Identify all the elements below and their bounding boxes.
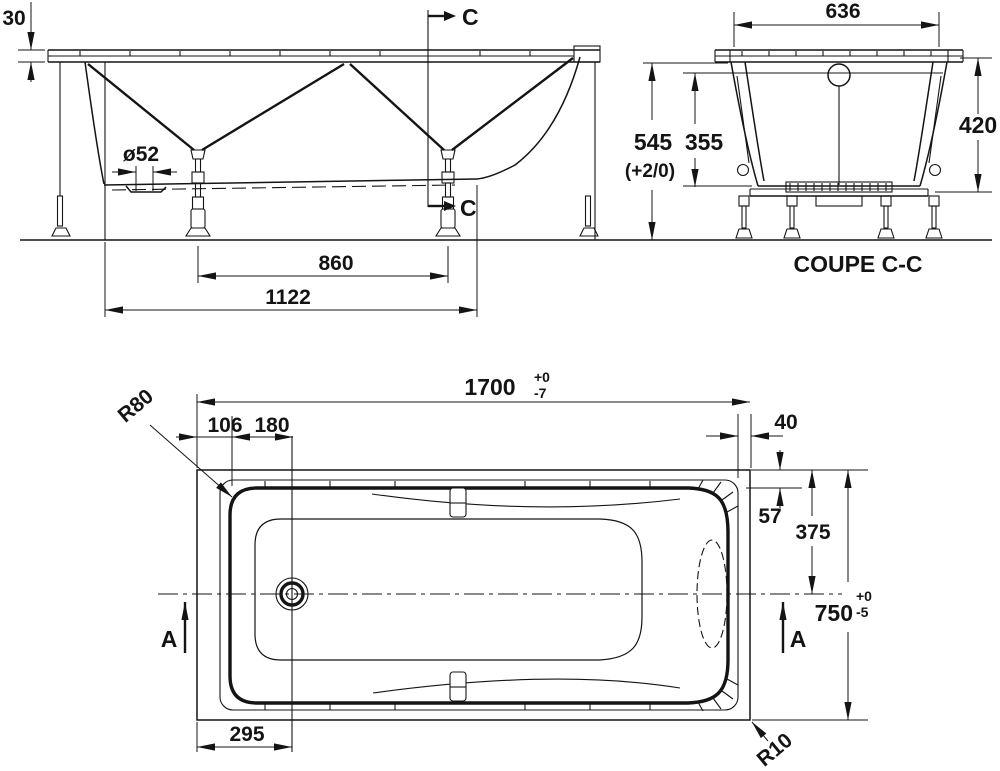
dim-text-750: 750: [815, 600, 853, 626]
dimension-overall-length: 1700 +0 -7: [197, 369, 750, 406]
dim-text-1122: 1122: [265, 286, 311, 309]
section-label-a-right: A: [790, 626, 807, 652]
tub-shell-profile: [59, 56, 596, 240]
dimension-rim-width-end: 40: [706, 411, 798, 440]
section-label-c-top: C: [462, 4, 479, 30]
dimension-shell-height: 420: [935, 57, 997, 193]
dimension-base-length: 1122: [104, 185, 478, 317]
support-braces: [87, 57, 574, 152]
dim-text-355: 355: [685, 129, 724, 155]
cross-section-view: 636 545 (+2/0) 355 420 COUPE C-C: [625, 0, 997, 277]
tub-floor-line: [103, 178, 478, 186]
dimension-rim-height: 30: [2, 2, 45, 82]
base-frame-section: [749, 181, 929, 207]
end-foot-left: [51, 195, 71, 237]
extension-lines-plan: [196, 394, 868, 752]
dim-text-375: 375: [795, 521, 830, 544]
dimension-overall-height: 545 (+2/0): [625, 62, 728, 240]
shell-walls-section: [730, 61, 948, 187]
frame-center-box: [815, 195, 863, 207]
dimension-overall-width: 750 +0 -5: [815, 470, 872, 720]
tread-plate: [785, 181, 893, 193]
dimension-center-offset: 375: [795, 470, 831, 594]
section-arrow-top: [444, 11, 456, 21]
dim-text-106: 106: [207, 414, 242, 437]
dim-text-r80: R80: [114, 385, 158, 427]
dim-text-295: 295: [229, 723, 264, 746]
dim-text-drain: ø52: [123, 143, 159, 166]
support-leg-right: [435, 149, 461, 237]
section-view-title: COUPE C-C: [793, 251, 922, 277]
dim-text-750-tol-upper: +0: [856, 588, 872, 604]
frame-legs-section: [735, 195, 943, 239]
dim-text-180: 180: [254, 414, 289, 437]
rim-end-cap: [573, 45, 601, 63]
dim-text-545-tol: (+2/0): [625, 161, 675, 182]
outer-rim-outline: [196, 469, 751, 721]
dimension-rim-width-side: 57: [758, 450, 784, 528]
dimension-top-width: 636: [733, 0, 940, 47]
dim-text-545: 545: [634, 129, 673, 155]
section-marker-a-right: A: [779, 602, 807, 653]
end-foot-right: [579, 195, 599, 237]
dim-text-r10: R10: [753, 729, 797, 771]
drain-recess: [125, 185, 167, 193]
rim-tick-marks-section: [741, 51, 932, 56]
dimension-inner-depth: 355: [683, 73, 752, 187]
tub-rim-side: [47, 45, 601, 63]
rim-tick-marks-plan-bottom: [264, 703, 651, 710]
texture-line-top: [371, 493, 681, 508]
rim-cross-section: [714, 49, 964, 63]
dim-text-750-tol-lower: -5: [856, 604, 869, 620]
section-label-a-left: A: [161, 626, 178, 652]
texture-line-bottom: [372, 678, 681, 694]
dim-text-57: 57: [758, 505, 781, 528]
dim-text-40: 40: [774, 411, 797, 434]
section-line-c: C C: [427, 4, 479, 221]
tub-floor-texture: [111, 184, 456, 191]
tub-opening-outline: [228, 486, 730, 705]
callout-edge-radius: R10: [751, 721, 797, 771]
dim-text-30: 30: [2, 7, 25, 30]
section-marker-a-left: A: [161, 602, 189, 653]
dim-text-1700-tol-upper: +0: [534, 369, 550, 385]
dim-text-1700: 1700: [464, 374, 515, 400]
overflow-hole-icon: [827, 63, 851, 87]
dimension-drain-offsets: 106 180: [176, 414, 293, 441]
tread-hatch: [789, 183, 887, 191]
plan-view: 1700 +0 -7 106 180 40 57 375: [114, 369, 873, 771]
dimension-drain-position: 295: [197, 723, 292, 751]
dimension-leg-spacing: 860: [197, 246, 449, 283]
tub-wall-right: [476, 56, 581, 180]
dim-text-420: 420: [959, 112, 997, 138]
dim-text-860: 860: [318, 252, 353, 275]
grip-tab-top: [449, 487, 467, 518]
rim-tick-marks-plan-top: [264, 481, 651, 488]
dim-text-636: 636: [825, 0, 860, 23]
rim-tick-marks: [79, 51, 531, 56]
wall-bracket-right: [928, 163, 942, 177]
corner-hatch-top-right: [697, 479, 739, 513]
dimension-drain-diameter: ø52: [112, 143, 177, 191]
section-label-c-bottom: C: [460, 195, 477, 221]
section-arrow-bottom: [444, 201, 456, 211]
support-leg-left: [185, 149, 211, 237]
tub-wall-left: [84, 61, 105, 185]
corner-hatch-bottom-right: [697, 678, 739, 712]
wall-bracket-left: [736, 163, 750, 177]
dim-text-1700-tol-lower: -7: [534, 385, 547, 401]
side-elevation-view: C C 30 ø52 860: [2, 2, 992, 317]
inner-rim-outline: [219, 479, 739, 711]
grip-tab-bottom: [449, 671, 467, 702]
tub-floor-outline: [254, 518, 643, 661]
